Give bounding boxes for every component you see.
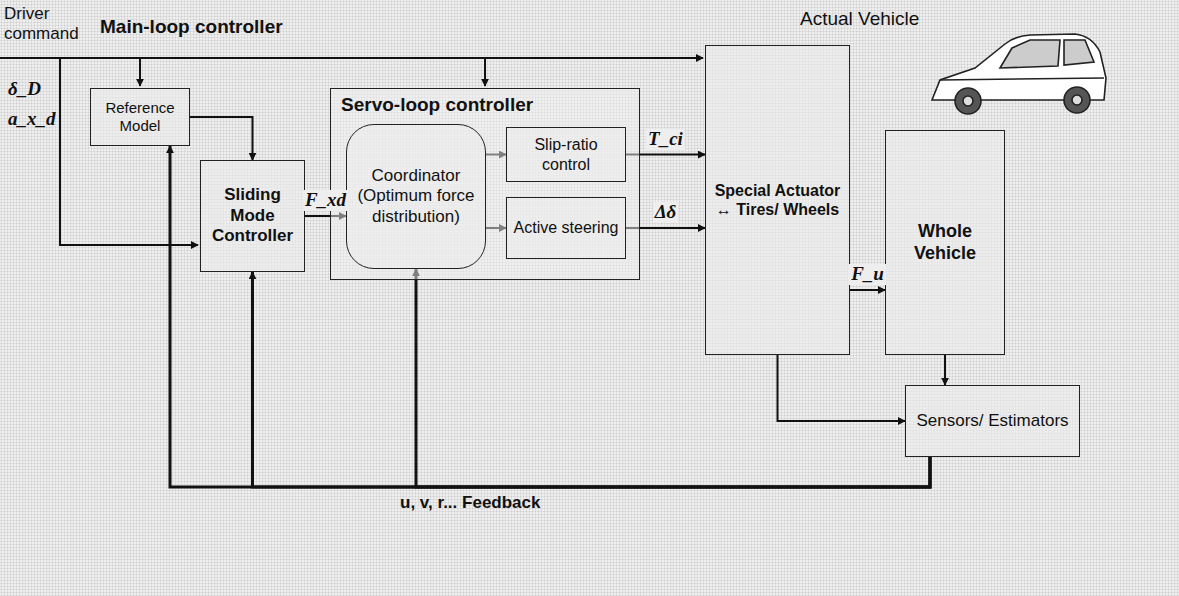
- box-text: Slip-ratio control: [513, 135, 619, 173]
- control-box: Active steering: [506, 197, 626, 259]
- vehicle-box: Whole Vehicle: [885, 130, 1005, 355]
- box-text: Active steering: [514, 218, 619, 237]
- region-heading: Servo-loop controller: [341, 94, 533, 117]
- servo-region: Servo-loop controllerCoordinator (Optimu…: [330, 88, 640, 280]
- region-title: Actual Vehicle: [800, 8, 919, 31]
- signal-arrow: [778, 355, 906, 421]
- box-text: Coordinator (Optimum force distribution): [353, 166, 479, 227]
- signal-name: F_u: [849, 264, 886, 285]
- box-text: Reference Model: [97, 99, 183, 135]
- driver-line: [0, 57, 703, 59]
- region-title: Main-loop controller: [100, 16, 283, 39]
- box-text: Sliding Mode Controller: [207, 185, 298, 246]
- signal-name: a_x_d: [8, 108, 56, 131]
- box-text: Sensors/ Estimators: [916, 411, 1068, 431]
- model-box: Reference Model: [90, 88, 190, 146]
- driver-line: [484, 58, 486, 86]
- signal-name: F_xd: [303, 190, 348, 211]
- car-illustration: [932, 34, 1106, 114]
- signal-arrow: [944, 355, 946, 385]
- coordinator-box: Coordinator (Optimum force distribution): [346, 124, 486, 269]
- driver-line: [60, 58, 198, 245]
- sensor-box: Sensors/ Estimators: [905, 385, 1080, 457]
- box-text: Whole Vehicle: [892, 221, 998, 264]
- signal-arrow: [190, 117, 253, 160]
- feedback-arrow: [416, 269, 930, 487]
- actuator-box: Special Actuator ↔ Tires/ Wheels: [705, 45, 850, 355]
- box-text: Special Actuator ↔ Tires/ Wheels: [712, 181, 843, 219]
- control-box: Slip-ratio control: [506, 127, 626, 182]
- driver-line: [139, 58, 141, 86]
- input-label: Driver command: [4, 4, 116, 45]
- signal-name: δ_D: [8, 78, 41, 101]
- controller-box: Sliding Mode Controller: [200, 160, 305, 272]
- signal-arrow: [850, 289, 885, 291]
- feedback-label: u, v, r... Feedback: [400, 493, 540, 513]
- signal-name: T_ci: [646, 129, 685, 150]
- signal-name: Δδ: [653, 202, 679, 223]
